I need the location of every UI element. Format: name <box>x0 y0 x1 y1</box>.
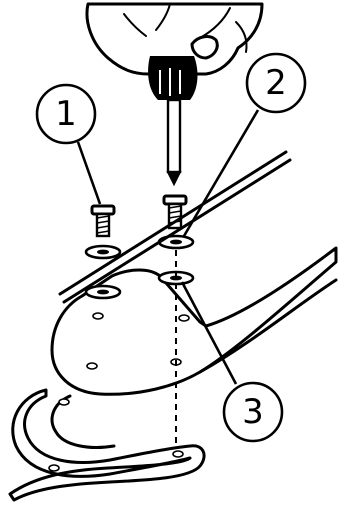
callout-1-label: 1 <box>55 94 77 134</box>
hook-bracket <box>10 390 204 500</box>
mounting-plate <box>52 248 336 394</box>
screwdriver <box>148 56 197 184</box>
callout-3-label: 3 <box>242 392 264 432</box>
screw-left <box>92 206 114 236</box>
washer-left-top <box>86 246 120 258</box>
callout-1: 1 <box>37 85 100 204</box>
callout-2: 2 <box>184 54 305 236</box>
callout-2-label: 2 <box>265 63 287 103</box>
